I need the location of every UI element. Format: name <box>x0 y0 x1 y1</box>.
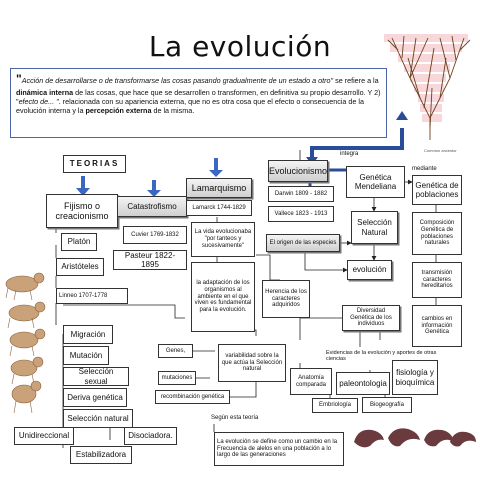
node-fijismo: Fijismo o creacionismo <box>46 194 118 228</box>
node-deriva: Deriva genética <box>63 388 127 407</box>
node-adaptacion: la adaptación de los organismos al ambie… <box>191 262 255 332</box>
node-origen: El origen de las especies <box>266 234 340 252</box>
intro-text-1: se refiere a la <box>333 76 379 85</box>
node-paleontologia: paleontologia <box>336 372 390 395</box>
node-linneo: Linneo 1707-1778 <box>56 288 128 304</box>
phylogenetic-tree-icon: Common ancestor <box>380 28 472 158</box>
node-evolucionismo: Evolucionismo <box>268 160 328 182</box>
node-pasteur: Pasteur 1822-1895 <box>113 250 187 270</box>
tree-label: Common ancestor <box>424 148 457 153</box>
node-darwin: Darwin 1809 - 1882 <box>268 186 334 202</box>
node-unidireccional: Unidireccional <box>14 427 74 445</box>
link-segun: Según esta teoría <box>211 415 259 421</box>
link-mediante: mediante <box>412 166 437 172</box>
node-biogeografia: Biogeografía <box>362 397 412 413</box>
node-aristoteles: Aristóteles <box>56 258 104 276</box>
node-seleccion-natural: Selección Natural <box>351 211 398 244</box>
node-evolucion: evolución <box>347 260 392 280</box>
node-genetica-mendeliana: Genética Mendeliana <box>346 166 405 198</box>
bird-beak-profiles-icon <box>354 428 476 448</box>
node-estabilizadora: Estabilizadora <box>70 446 132 464</box>
node-seleccion-natural-low: Selección natural <box>63 409 133 428</box>
node-herencia: Herencia de los caracteres adquiridos <box>262 280 310 318</box>
node-vallece: Vallece 1823 - 1913 <box>268 206 334 222</box>
node-definicion: La evolución se define como un cambio en… <box>214 432 344 466</box>
link-evidencias: Evidencias de la evolución y aportes de … <box>326 350 437 363</box>
page-title: La evolución <box>148 30 332 63</box>
link-integra: integra <box>340 151 359 157</box>
node-fisiologia: fisiología y bioquímica <box>392 360 438 395</box>
quote-mark: " <box>16 72 22 86</box>
node-genes: Genes, <box>158 344 193 358</box>
intro-quote: Acción de desarrollarse o de transformar… <box>21 76 334 85</box>
node-lamarquismo: Lamarquismo <box>186 178 252 198</box>
node-composicion: Composición Genética de poblaciones natu… <box>412 212 462 255</box>
node-recombinacion: recombinación genética <box>155 390 230 404</box>
intro-text-4: de la misma. <box>151 106 195 116</box>
node-variabilidad: variabilidad sobre la que actúa la Selec… <box>218 344 286 382</box>
node-lamarck: Lamarck 1744-1829 <box>186 200 252 216</box>
node-transmision: transmisión caracteres hereditarios <box>412 262 462 298</box>
node-migracion: Migración <box>63 325 113 344</box>
intro-bold-2: percepción externa <box>85 106 152 116</box>
node-cambios: cambios en información Genética <box>412 305 462 347</box>
intro-text-2: de las cosas, que hace que se desarrolle… <box>16 87 381 106</box>
node-mutacion: Mutación <box>63 346 109 365</box>
node-catastrofismo: Catastrofismo <box>117 196 187 217</box>
intro-italic-2: efecto de... " <box>18 96 59 106</box>
node-vida: La vida evolucionaba "por tanteos y suce… <box>191 222 255 257</box>
node-seleccion-sexual: Selección sexual <box>63 367 129 386</box>
node-anatomia: Anatomía comparada <box>290 368 332 395</box>
node-cuvier: Cuvier 1769-1832 <box>123 226 187 244</box>
node-teorias: TEORIAS <box>63 155 126 173</box>
intro-paragraph: "Acción de desarrollarse o de transforma… <box>10 68 387 138</box>
node-genetica-poblaciones: Genética de poblaciones <box>412 175 462 205</box>
node-mutaciones: mutaciones <box>158 371 196 385</box>
node-diversidad: Diversidad Genética de los individuos <box>342 305 400 331</box>
intro-text-3: . relacionada con su apariencia externa,… <box>16 96 364 116</box>
node-platon: Platón <box>61 233 97 251</box>
intro-bold-1: dinámica interna <box>16 87 74 97</box>
node-embriologia: Embriología <box>312 398 358 413</box>
hominid-evolution-figures <box>5 272 46 414</box>
node-disociadora: Disociadora. <box>124 427 177 445</box>
